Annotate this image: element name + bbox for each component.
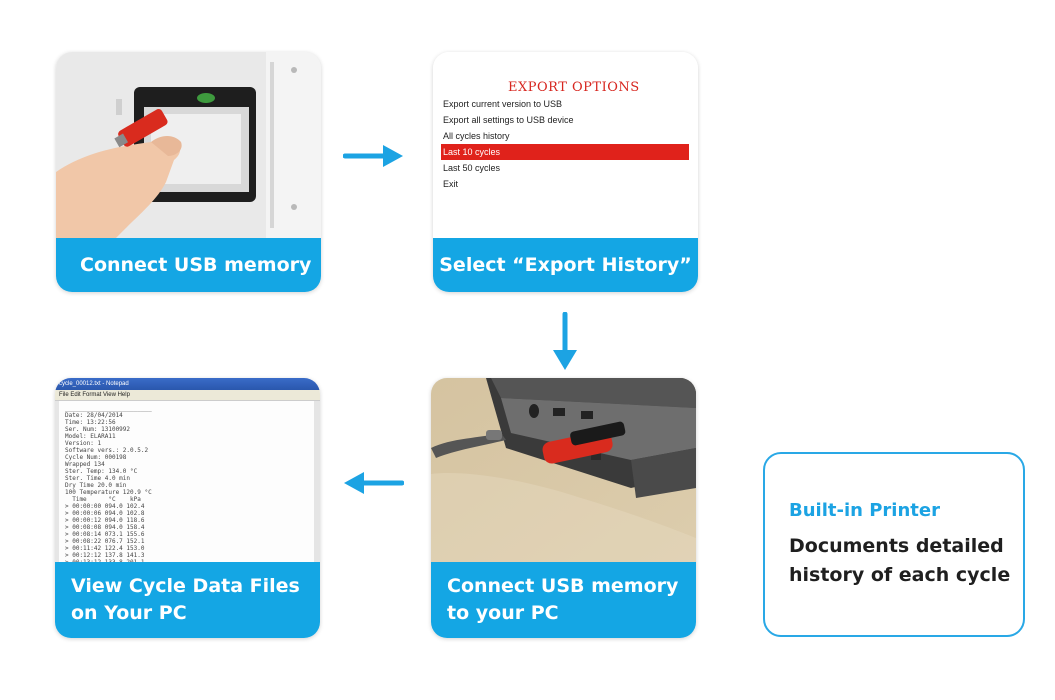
caption-connect-usb-pc: Connect USB memory to your PC <box>431 562 696 638</box>
step-card-connect-usb: Connect USB memory <box>56 52 321 292</box>
notepad-title-bar: cycle_00012.txt - Notepad <box>55 378 320 390</box>
cycle-data-text: ________________________ Date: 28/04/201… <box>59 401 320 562</box>
notepad-scrollbar[interactable] <box>314 401 320 562</box>
caption-connect-usb: Connect USB memory <box>56 238 321 292</box>
caption-text: Connect USB memory <box>80 252 311 279</box>
menu-item-all-cycles-history[interactable]: All cycles history <box>441 128 689 144</box>
menu-item-export-current-version[interactable]: Export current version to USB <box>441 96 689 112</box>
menu-item-export-all-settings[interactable]: Export all settings to USB device <box>441 112 689 128</box>
arrow-left-icon <box>342 470 404 496</box>
notepad-text-area[interactable]: ________________________ Date: 28/04/201… <box>55 401 320 562</box>
export-options-screen: EXPORT OPTIONS Export current version to… <box>433 52 698 238</box>
export-options-menu: Export current version to USB Export all… <box>441 96 689 192</box>
step-card-connect-usb-pc: Connect USB memory to your PC <box>431 378 696 638</box>
notepad-window: cycle_00012.txt - Notepad File Edit Form… <box>55 378 320 562</box>
menu-item-last-50-cycles[interactable]: Last 50 cycles <box>441 160 689 176</box>
menu-item-exit[interactable]: Exit <box>441 176 689 192</box>
caption-text: View Cycle Data Files on Your PC <box>71 573 300 627</box>
arrow-down-icon <box>551 312 579 372</box>
photo-usb-into-laptop <box>431 378 696 562</box>
caption-select-export-history: Select “Export History” <box>433 238 698 292</box>
menu-item-last-10-cycles[interactable]: Last 10 cycles <box>441 144 689 160</box>
export-options-title: EXPORT OPTIONS <box>508 80 640 95</box>
info-description: Documents detailed history of each cycle <box>789 532 1010 590</box>
step-card-view-cycle-data: cycle_00012.txt - Notepad File Edit Form… <box>55 378 320 638</box>
built-in-printer-info-box: Built-in Printer Documents detailed hist… <box>763 452 1025 637</box>
photo-usb-into-device <box>56 52 321 238</box>
info-title: Built-in Printer <box>789 500 940 521</box>
caption-text: Connect USB memory to your PC <box>447 573 678 627</box>
arrow-right-icon <box>343 143 405 169</box>
step-card-select-export-history: EXPORT OPTIONS Export current version to… <box>433 52 698 292</box>
caption-text: Select “Export History” <box>439 252 691 279</box>
caption-view-cycle-data: View Cycle Data Files on Your PC <box>55 562 320 638</box>
notepad-menu-bar[interactable]: File Edit Format View Help <box>55 390 320 401</box>
